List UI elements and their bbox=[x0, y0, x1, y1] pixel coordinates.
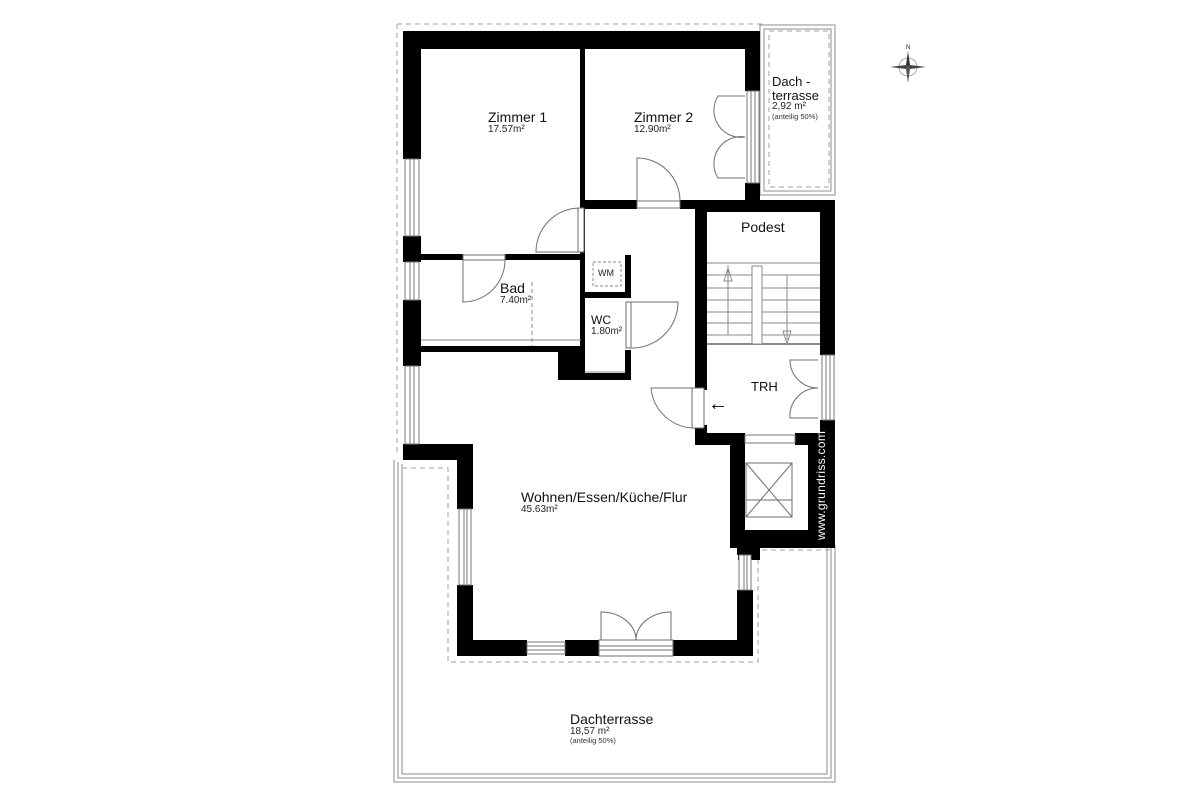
bath-fixtures bbox=[421, 282, 625, 373]
doors bbox=[462, 95, 819, 657]
room-podest: Podest bbox=[741, 220, 785, 235]
terrace-dashed-edge bbox=[402, 467, 830, 663]
room-area: 12.90m² bbox=[634, 123, 671, 135]
room-name: WC bbox=[591, 313, 611, 327]
elevator-shaft bbox=[745, 462, 793, 518]
small-roof-terrace-outline bbox=[759, 24, 836, 196]
windows bbox=[404, 90, 835, 655]
room-dachterrasse-small: Dach - terrasse 2,92 m² (anteilig 50%) bbox=[772, 75, 819, 121]
room-area: 1.80m² bbox=[591, 325, 623, 337]
room-wohnen-essen-kueche-flur: Wohnen/Essen/Küche/Flur 45.63m² bbox=[521, 490, 687, 515]
room-zimmer-2: Zimmer 2 12.90m² bbox=[634, 110, 693, 135]
room-trh: TRH bbox=[751, 380, 778, 394]
room-name: Podest bbox=[741, 219, 785, 235]
outline-dashed bbox=[396, 23, 833, 520]
room-zimmer-1: Zimmer 1 17.57m² bbox=[488, 110, 547, 135]
room-dachterrasse-large: Dachterrasse 18,57 m² (anteilig 50%) bbox=[570, 712, 653, 745]
room-area: 17.57m² bbox=[488, 123, 525, 135]
room-name: Zimmer 2 bbox=[634, 109, 694, 125]
room-area: 2,92 m² bbox=[772, 101, 806, 113]
room-name-line1: Dach - bbox=[772, 74, 811, 89]
room-name: Zimmer 1 bbox=[488, 109, 548, 125]
room-area: 7.40m² bbox=[500, 294, 532, 306]
watermark-text: www.grundriss.com bbox=[814, 430, 828, 540]
room-name: TRH bbox=[751, 379, 778, 394]
washing-machine-box bbox=[592, 261, 622, 287]
room-name: Bad bbox=[500, 280, 525, 296]
compass-rose-icon bbox=[890, 51, 926, 83]
room-name: Wohnen/Essen/Küche/Flur bbox=[521, 489, 688, 505]
compass-north-label: N bbox=[906, 45, 911, 51]
room-wc: WC 1.80m² bbox=[591, 314, 622, 337]
room-name-line2: terrasse bbox=[772, 87, 819, 103]
arrow-left-icon: ← bbox=[708, 393, 728, 415]
room-note: (anteilig 50%) bbox=[772, 111, 818, 121]
small-roof-terrace-dash bbox=[768, 30, 830, 188]
large-roof-terrace-outline bbox=[393, 460, 836, 783]
room-bad: Bad 7.40m² bbox=[500, 281, 531, 306]
room-area: 45.63m² bbox=[521, 503, 558, 515]
washing-machine-label: WM bbox=[598, 268, 614, 278]
walls bbox=[403, 31, 835, 656]
room-name: Dachterrasse bbox=[570, 711, 654, 727]
stairs bbox=[707, 262, 820, 346]
room-area: 18,57 m² bbox=[570, 725, 610, 737]
room-note: (anteilig 50%) bbox=[570, 736, 616, 746]
